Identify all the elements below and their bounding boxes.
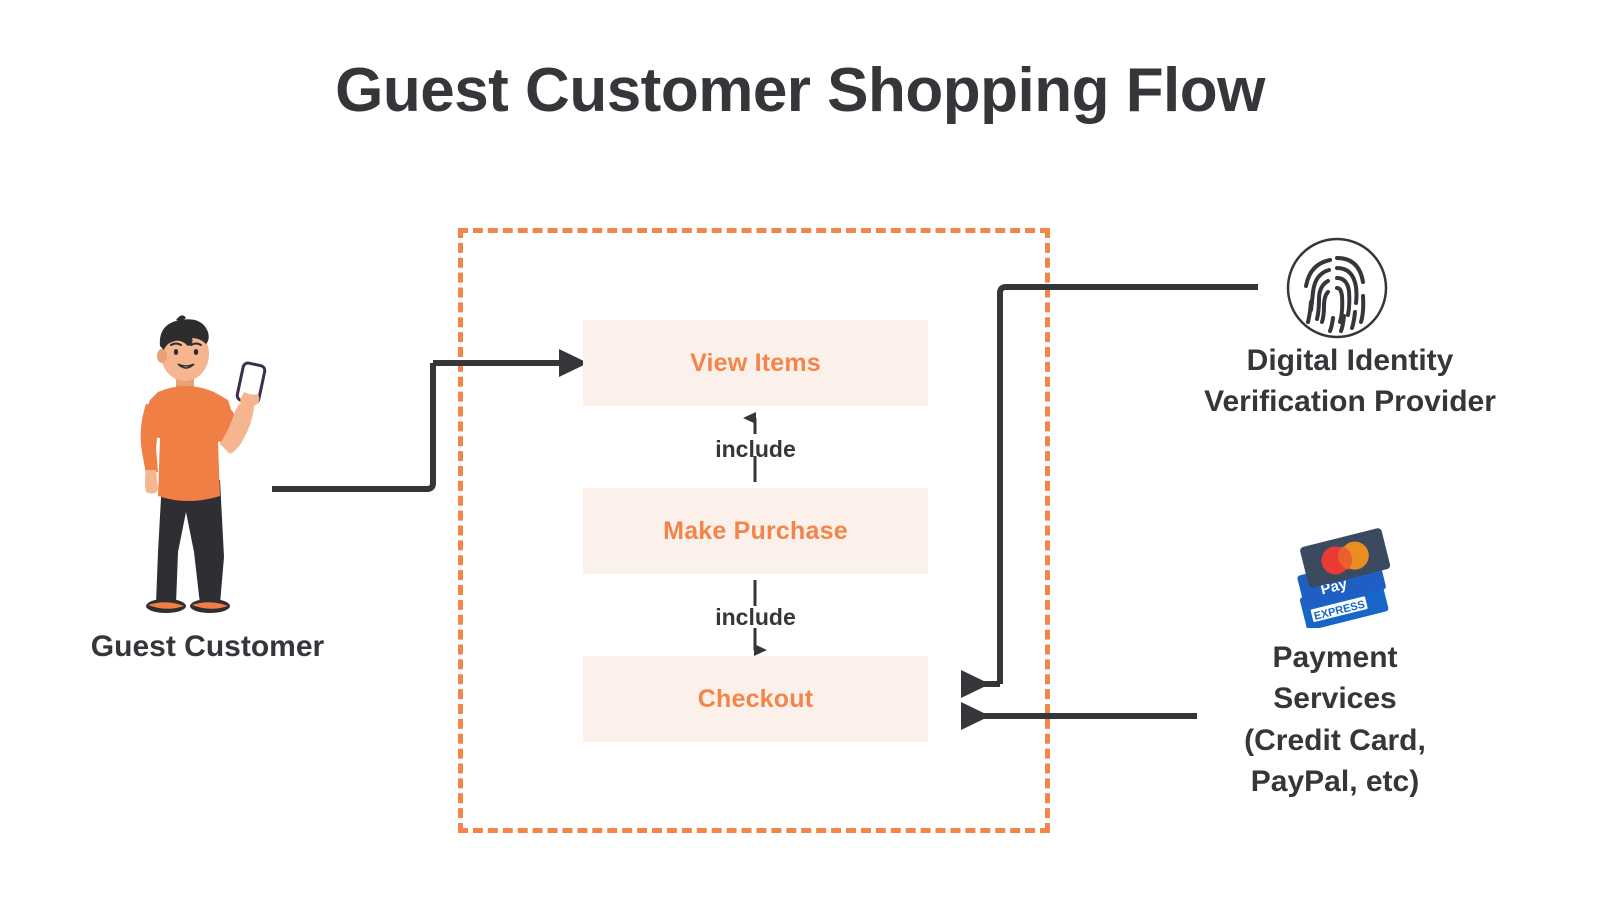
usecase-view-items[interactable]: View Items [583, 320, 928, 406]
system-boundary [458, 228, 1050, 833]
connector-actor-to-view-items [272, 363, 436, 492]
usecase-make-purchase[interactable]: Make Purchase [583, 488, 928, 574]
person-with-phone-illustration [120, 312, 300, 622]
connector-identity-vertical [997, 284, 1258, 684]
usecase-checkout[interactable]: Checkout [583, 656, 928, 742]
include-label-checkout: include [715, 604, 796, 630]
identity-provider-label-line-1: Digital Identity [1246, 344, 1454, 377]
payment-services-label-line-2: Services [1273, 682, 1397, 716]
payment-cards-icon: EXPRESS Pay [1285, 522, 1397, 631]
payment-services-label-line-4: PayPal, etc) [1250, 765, 1420, 799]
actor-label: Guest Customer [90, 630, 325, 663]
include-label-view-items: include [715, 436, 796, 462]
page-title: Guest Customer Shopping Flow [335, 56, 1265, 125]
payment-services-label-line-1: Payment [1272, 641, 1398, 674]
payment-services-label-line-3: (Credit Card, [1244, 723, 1426, 757]
fingerprint-icon [1283, 236, 1391, 340]
identity-provider-label-line-2: Verification Provider [1204, 385, 1496, 419]
usecase-label: View Items [690, 348, 821, 377]
identity-provider-label: Digital Identity Verification Provider [1120, 340, 1580, 423]
payment-services-label: Payment Services (Credit Card, PayPal, e… [1190, 637, 1480, 803]
usecase-label: Checkout [697, 684, 814, 713]
usecase-label: Make Purchase [663, 516, 848, 545]
